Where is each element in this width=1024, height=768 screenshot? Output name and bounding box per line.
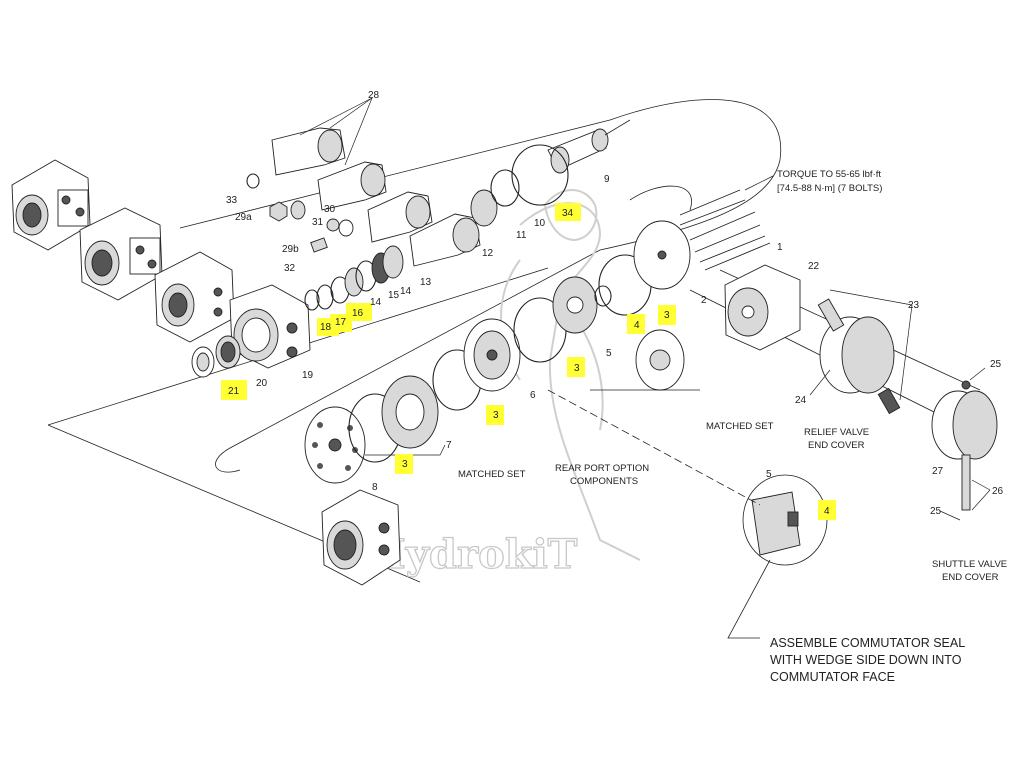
label-13: 13 [420, 277, 432, 288]
end-cover-2 [633, 220, 691, 290]
shaft-option-tapered [317, 161, 387, 211]
matched-set-label-1: MATCHED SET [706, 421, 774, 432]
label-26: 26 [992, 486, 1004, 497]
label-3a: 3 [664, 310, 670, 321]
assemble-note-line1: ASSEMBLE COMMUTATOR SEAL [770, 636, 965, 650]
label-18: 18 [320, 322, 332, 333]
relief-valve-end-cover [817, 298, 901, 415]
drive-link-part-9 [547, 119, 631, 174]
label-34: 34 [562, 208, 574, 219]
rear-port-label-line2: COMPONENTS [570, 476, 638, 487]
detail-callout-commutator-seal [547, 389, 828, 639]
shaft-option-splined [367, 191, 433, 243]
watermark-text: HydrokiT [368, 531, 578, 578]
label-21: 21 [228, 386, 240, 397]
label-15: 15 [388, 290, 400, 301]
rear-port-end-cover [724, 264, 801, 351]
shuttle-valve-label-line1: SHUTTLE VALVE [932, 559, 1007, 570]
label-29b: 29b [282, 244, 299, 255]
housing-second-flange [79, 207, 163, 301]
label-24: 24 [795, 395, 807, 406]
housing-bottom [321, 489, 401, 586]
label-32: 32 [284, 263, 296, 274]
commutator-plate-8 [304, 406, 366, 484]
label-3d: 3 [402, 459, 408, 470]
seal-stack [304, 245, 404, 311]
label-3c: 3 [493, 410, 499, 421]
label-31: 31 [312, 217, 324, 228]
label-16: 16 [352, 308, 364, 319]
highlight-boxes [221, 203, 836, 520]
label-22: 22 [808, 261, 820, 272]
label-33: 33 [226, 195, 238, 206]
torque-note-line1: TORQUE TO 55-65 lbf·ft [777, 169, 881, 180]
bearing-part-20 [215, 335, 241, 369]
label-25b: 25 [930, 506, 942, 517]
label-7: 7 [446, 440, 452, 451]
bolts-part-1 [679, 189, 771, 271]
manifold-6 [463, 318, 521, 392]
label-19: 19 [302, 370, 314, 381]
label-29a: 29a [235, 212, 252, 223]
shaft-part-12 [409, 213, 481, 267]
label-12: 12 [482, 248, 494, 259]
seal-part-21 [191, 346, 215, 378]
rings-10-11-34 [470, 144, 569, 227]
rear-port-label-line1: REAR PORT OPTION [555, 463, 649, 474]
housing-front-flange [11, 159, 91, 251]
notes: TORQUE TO 55-65 lbf·ft [74.5-88 N·m] (7 … [458, 169, 1007, 684]
label-10: 10 [534, 218, 546, 229]
label-8: 8 [372, 482, 378, 493]
housing-part-19 [229, 284, 311, 369]
label-23: 23 [908, 300, 920, 311]
geroler-set-7 [381, 375, 439, 449]
label-4a: 4 [634, 320, 640, 331]
label-14a: 14 [400, 286, 412, 297]
part-labels: 28 33 29a 29b 30 31 32 9 10 11 12 13 14 … [226, 90, 1004, 517]
label-5a: 5 [606, 348, 612, 359]
label-28: 28 [368, 90, 380, 101]
label-20: 20 [256, 378, 268, 389]
shaft-option-keyed [271, 127, 346, 176]
commutator-5-top [552, 276, 598, 334]
leader-lines [299, 97, 991, 521]
shuttle-valve-label-line2: END COVER [942, 572, 999, 583]
label-27: 27 [932, 466, 944, 477]
shuttle-valve-end-cover [931, 380, 998, 511]
label-9: 9 [604, 174, 610, 185]
relief-valve-label-line2: END COVER [808, 440, 865, 451]
label-6: 6 [530, 390, 536, 401]
label-5b: 5 [766, 469, 772, 480]
assemble-note-line3: COMMUTATOR FACE [770, 670, 895, 684]
watermark: HydrokiT [367, 189, 641, 579]
label-3b: 3 [574, 363, 580, 374]
torque-note-line2: [74.5-88 N·m] (7 BOLTS) [777, 183, 882, 194]
housing-third-mount [154, 251, 235, 343]
label-11: 11 [516, 230, 527, 241]
label-30: 30 [324, 204, 336, 215]
label-4b: 4 [824, 506, 830, 517]
commutator-5-rear [635, 329, 685, 391]
label-1: 1 [777, 242, 783, 253]
label-14b: 14 [370, 297, 382, 308]
label-25a: 25 [990, 359, 1002, 370]
small-hardware [246, 173, 354, 253]
relief-valve-label-line1: RELIEF VALVE [804, 427, 869, 438]
label-17: 17 [335, 317, 347, 328]
assemble-note-line2: WITH WEDGE SIDE DOWN INTO [770, 653, 962, 667]
matched-set-label-2: MATCHED SET [458, 469, 526, 480]
label-2: 2 [701, 295, 707, 306]
